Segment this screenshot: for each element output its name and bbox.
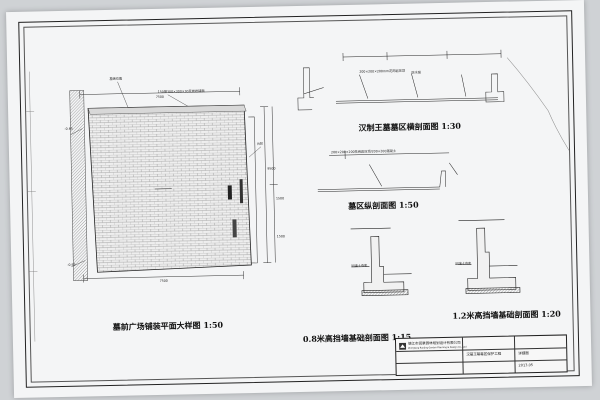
section-note-2: 防水层 [411, 70, 421, 75]
cross-section-drawing [297, 49, 570, 151]
title-block-drawing: 详细图 [518, 351, 529, 356]
drawing-linework [26, 49, 570, 342]
plan-paving-note: 150厚300×300×30花岗岩铺面 [157, 88, 205, 94]
title-block: 镇江市润景园林规划设计有限公司 Zhenjiang Runjing Garden… [394, 334, 568, 377]
title-plaza-plan: 墓前广场铺装平面大样图 1:50 [112, 319, 224, 332]
plan-dim-right-1: 1500 [275, 196, 285, 201]
wall-08-section-drawing [350, 227, 412, 297]
plan-side-note: 台阶 [256, 141, 264, 146]
plan-dim-top: 7500 [155, 94, 164, 99]
company-logo-icon [399, 342, 407, 350]
plan-dim-right-2: 1500 [276, 234, 285, 239]
title-block-project: 汉墓王墓墓区保护工程 [466, 351, 502, 357]
wall-12-section-drawing [455, 219, 521, 294]
longitudinal-section-drawing [317, 151, 458, 192]
plan-dim-bottom: 7500 [159, 278, 168, 283]
drawing-sheet: 墓碑位置 150厚300×300×30花岗岩铺面 7500 7500 9500 … [6, 0, 592, 399]
plaza-plan-drawing [69, 81, 278, 283]
wall-12-note: 回填土夯实 [455, 261, 472, 266]
plan-elev-top: -0.65 [64, 126, 73, 131]
title-cross-section: 汉制王墓墓区横剖面图 1:30 [358, 120, 462, 133]
title-wall-12: 1.2米高挡墙基础剖面图 1:20 [452, 308, 561, 321]
margin-ticks [26, 71, 38, 342]
plan-dim-side: 9500 [267, 166, 276, 171]
section-note-1: 200×200×200mm花岗岩压顶 [359, 68, 406, 74]
plan-top-note: 墓碑位置 [109, 76, 123, 81]
plan-elev-bottom: -0.95 [67, 262, 76, 267]
wall-08-note: 回填土夯实 [351, 263, 368, 268]
title-block-date: 2013.05 [518, 363, 534, 368]
title-longitudinal-section: 墓区纵剖面图 1:50 [348, 199, 419, 211]
